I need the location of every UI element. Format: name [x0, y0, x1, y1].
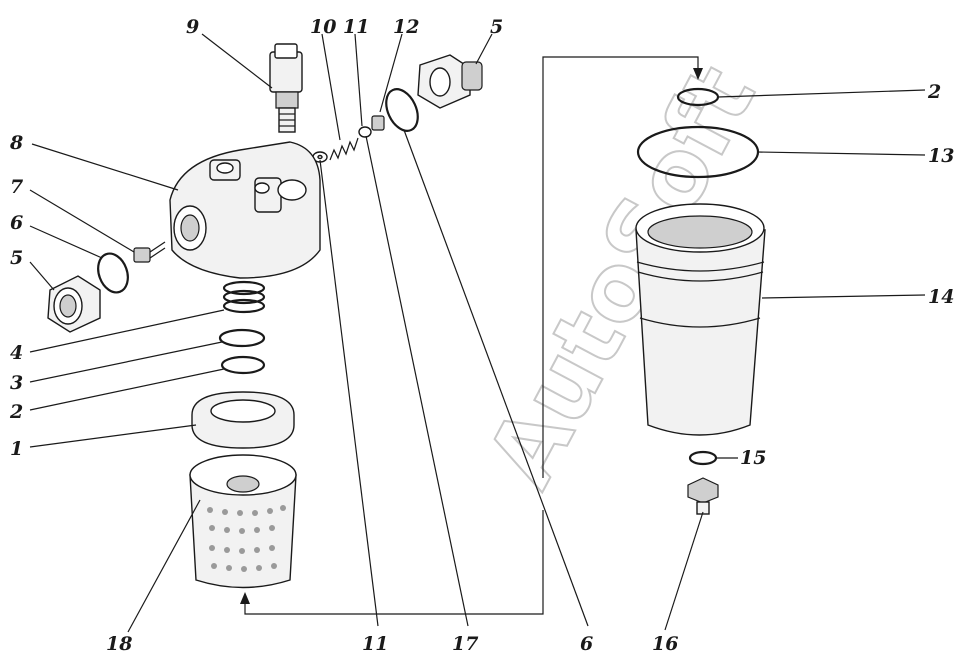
part-ring-3: [218, 328, 266, 348]
callout-15: 15: [740, 447, 766, 469]
callout-8: 8: [9, 132, 23, 154]
callout-14: 14: [928, 286, 954, 308]
flow-arrow-up: [240, 592, 250, 604]
callout-12: 12: [393, 16, 419, 38]
part-fitting-left: [47, 275, 101, 333]
callout-2-right: 2: [927, 81, 941, 103]
flow-arrow-down: [693, 68, 703, 80]
callout-11-top: 11: [343, 16, 369, 38]
leader-lines: [29, 33, 926, 633]
callout-labels: 9 10 11 12 5 8 7 6 5 4 3 2 1 18 11 17 6 …: [9, 16, 954, 655]
part-small-nut: [371, 115, 385, 131]
part-filter-bowl: [635, 203, 766, 436]
part-filter-element: [189, 454, 297, 589]
part-washer-lower: [358, 126, 372, 138]
callout-2-left: 2: [9, 401, 23, 423]
part-gasket: [191, 391, 295, 449]
callout-16: 16: [652, 633, 678, 655]
part-ring-15: [688, 450, 718, 466]
callout-6-bottom: 6: [580, 633, 593, 655]
callout-17: 17: [452, 633, 478, 655]
callout-1: 1: [10, 438, 23, 460]
part-drain-plug: [687, 477, 719, 515]
callout-3: 3: [10, 372, 23, 394]
callout-5-top: 5: [490, 16, 503, 38]
part-bolt: [133, 241, 166, 263]
part-fitting-upper: [417, 54, 483, 109]
callout-5-left: 5: [10, 247, 23, 269]
part-o-ring-12: [385, 88, 419, 132]
callout-9: 9: [186, 16, 199, 38]
callout-10: 10: [310, 16, 336, 38]
callout-6-left: 6: [10, 212, 23, 234]
callout-11-bottom: 11: [362, 633, 388, 655]
part-small-spring: [329, 137, 359, 161]
part-spring: [222, 280, 266, 314]
part-ring-2-left: [220, 355, 266, 375]
callout-18: 18: [106, 633, 132, 655]
part-filter-head: [169, 141, 321, 279]
callout-7: 7: [10, 176, 23, 198]
callout-13: 13: [928, 145, 954, 167]
part-o-ring-6-left: [97, 252, 129, 294]
flow-line: [240, 56, 703, 615]
part-sensor: [269, 43, 303, 133]
callout-4: 4: [10, 342, 23, 364]
